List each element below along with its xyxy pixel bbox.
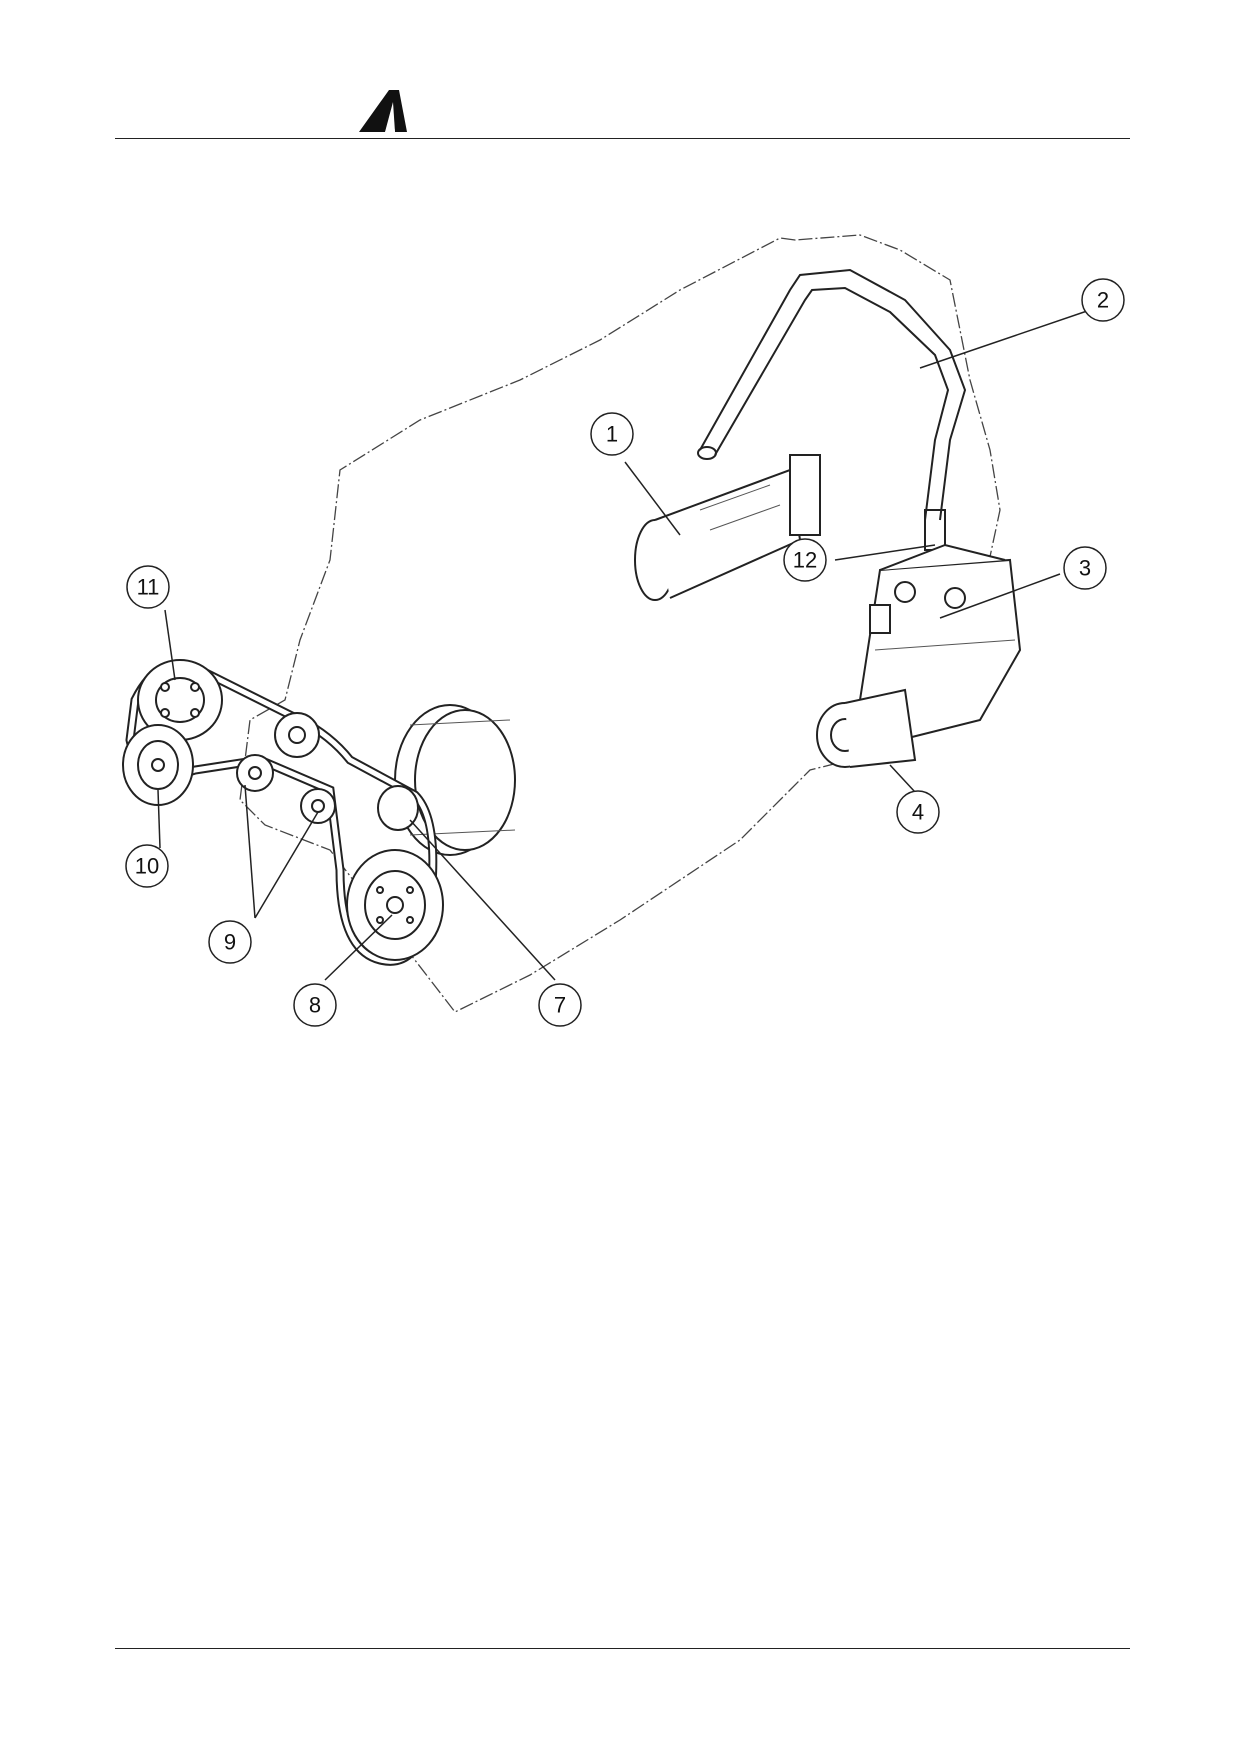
crankshaft-pulley [346, 849, 444, 961]
alternator-pulley [377, 785, 419, 831]
footer-rule [115, 1648, 1130, 1649]
callout-label: 9 [224, 930, 236, 955]
callout-label: 10 [135, 854, 159, 879]
manufacturer-logo [359, 90, 407, 132]
engine-block-outline [239, 234, 1001, 1013]
callout-12: 12 [783, 538, 827, 582]
callout-1: 1 [590, 412, 634, 456]
callout-label: 3 [1079, 556, 1091, 581]
callout-7: 7 [538, 983, 582, 1027]
callout-11: 11 [126, 565, 170, 609]
callout-4: 4 [896, 790, 940, 834]
callout-label: 8 [309, 993, 321, 1018]
alternator [394, 704, 516, 856]
callout-8: 8 [293, 983, 337, 1027]
idler-pulley-lower [300, 788, 336, 824]
steering-pump [816, 688, 917, 768]
tensioner-pulley [274, 712, 320, 758]
callout-3: 3 [1063, 546, 1107, 590]
callout-2: 2 [1081, 278, 1125, 322]
callout-10: 10 [125, 844, 169, 888]
callout-label: 11 [137, 575, 160, 600]
starter-motor [634, 454, 821, 601]
callout-label: 4 [912, 800, 924, 825]
callout-label: 12 [793, 548, 817, 573]
idler-pulley-upper [236, 754, 274, 792]
header-rule [115, 138, 1130, 139]
callout-label: 7 [554, 993, 566, 1018]
callout-label: 1 [606, 422, 618, 447]
fan-pulley [137, 659, 223, 741]
callout-9: 9 [208, 920, 252, 964]
leader-lines [157, 309, 1091, 981]
callout-label: 2 [1097, 288, 1109, 313]
